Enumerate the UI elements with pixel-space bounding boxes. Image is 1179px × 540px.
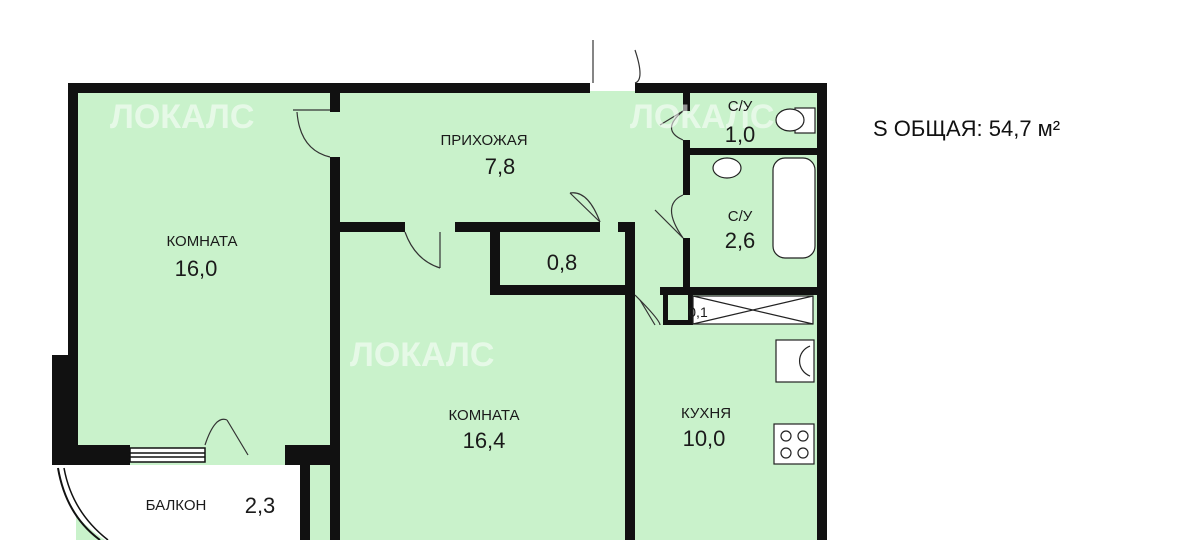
walls — [52, 83, 827, 540]
doors — [204, 40, 684, 456]
hallway-area: 7,8 — [485, 154, 516, 179]
room1-area: 16,0 — [175, 256, 218, 281]
balcony-floor — [52, 465, 300, 540]
fixtures — [692, 107, 816, 465]
niche-area: 0,1 — [688, 304, 708, 320]
balcony-area: 2,3 — [245, 493, 276, 518]
room1-name: КОМНАТА — [166, 233, 237, 250]
sink-icon — [712, 157, 742, 179]
room2-area: 16,4 — [463, 428, 506, 453]
room2-name: КОМНАТА — [448, 407, 519, 424]
wc-area: 1,0 — [725, 122, 756, 147]
stove-icon — [773, 423, 815, 465]
window — [129, 447, 206, 463]
closet-area: 0,8 — [547, 250, 578, 275]
kitchen-area: 10,0 — [683, 426, 726, 451]
bath-area: 2,6 — [725, 228, 756, 253]
bath-name: С/У — [728, 208, 753, 225]
hallway-name: ПРИХОЖАЯ — [440, 132, 527, 149]
bathtub-icon — [772, 157, 816, 259]
balcony-rail — [57, 467, 101, 540]
watermark: ЛОКАЛС — [350, 336, 494, 374]
watermark: ЛОКАЛС — [630, 98, 774, 136]
balcony-name: БАЛКОН — [146, 497, 207, 514]
watermark: ЛОКАЛС — [110, 98, 254, 136]
total-area-label: S ОБЩАЯ: 54,7 м² — [873, 116, 1061, 141]
kitchen-name: КУХНЯ — [681, 405, 731, 422]
wc-name: С/У — [728, 98, 753, 115]
